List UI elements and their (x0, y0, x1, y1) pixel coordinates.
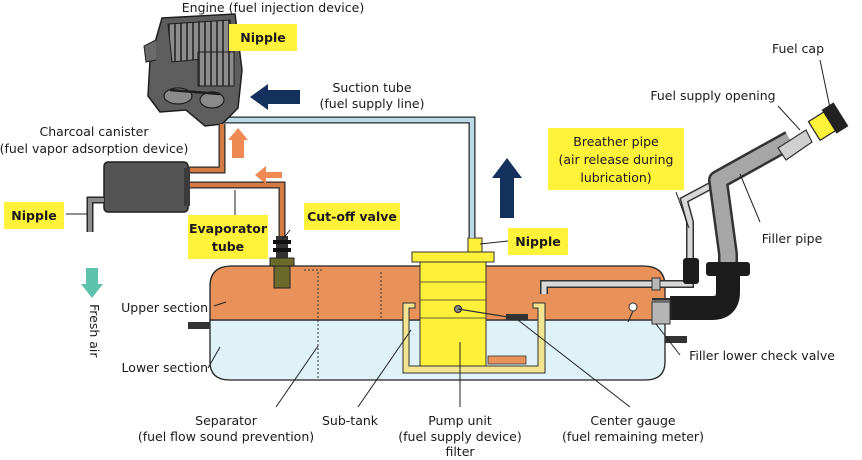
filler-pipe-cuff (706, 262, 750, 276)
nipple-left-label: Nipple (11, 208, 56, 223)
breather-highlight (548, 128, 684, 190)
arrow-left-navy-icon (250, 84, 300, 110)
breather-label-3: lubrication) (580, 170, 651, 185)
pump-label-3: filter (445, 444, 475, 459)
center-gauge-sensor (506, 314, 528, 320)
nipple-engine-label: Nipple (240, 30, 285, 45)
charcoal-canister-shape (86, 161, 190, 232)
suction-tube-label-2: (fuel supply line) (320, 96, 425, 111)
suction-tube-label-1: Suction tube (332, 80, 411, 95)
sub-tank-filter-block (487, 355, 527, 365)
nipple-pump-highlight (508, 228, 568, 255)
lower-section-label: Lower section (122, 360, 208, 375)
fuel-cap-label: Fuel cap (772, 41, 824, 56)
engine-illustration (143, 13, 243, 127)
pump-label-1: Pump unit (428, 413, 492, 428)
charcoal-label-1: Charcoal canister (40, 124, 150, 139)
engine-label: Engine (fuel injection device) (182, 0, 364, 15)
breather-label-1: Breather pipe (573, 134, 659, 149)
filler-check-label: Filler lower check valve (689, 348, 835, 363)
tank-vent-stub (188, 322, 210, 329)
upper-section-label: Upper section (121, 300, 208, 315)
arrow-down-teal-icon (81, 268, 103, 298)
nipple-pump-label: Nipple (515, 234, 560, 249)
breather-hose (683, 258, 699, 284)
breather-tank-fitting (651, 277, 661, 291)
sub-tank (402, 302, 546, 374)
pump-unit (411, 237, 528, 367)
nipple-left-highlight (4, 202, 64, 229)
check-valve-icon (628, 302, 638, 312)
evaporator-label-1: Evaporator (189, 221, 268, 236)
cut-off-valve (269, 236, 295, 289)
evaporator-label-2: tube (212, 239, 244, 254)
arrow-up-orange-icon (228, 128, 248, 158)
pump-label-2: (fuel supply device) (398, 429, 521, 444)
gauge-label-2: (fuel remaining meter) (562, 429, 704, 444)
arrow-left-orange-icon (255, 166, 282, 184)
cutoff-label: Cut-off valve (307, 209, 397, 224)
evaporator-tube (188, 124, 226, 174)
evaporator-highlight (188, 215, 268, 259)
breather-label-2: (air release during (558, 152, 673, 167)
filler-neck (777, 129, 813, 161)
fresh-air-label: Fresh air (87, 304, 102, 358)
nipple-engine-highlight (229, 24, 297, 51)
arrow-up-navy-icon (492, 158, 522, 218)
filler-pipe-label: Filler pipe (762, 231, 823, 246)
separator-label-1: Separator (195, 413, 258, 428)
tank-right-stub (665, 336, 687, 343)
gauge-label-1: Center gauge (590, 413, 675, 428)
fuel-cap-shape (807, 102, 849, 142)
filler-lower-fitting (651, 301, 671, 325)
fuel-supply-opening-label: Fuel supply opening (650, 88, 775, 103)
cutoff-highlight (304, 203, 400, 230)
subtank-label: Sub-tank (322, 413, 379, 428)
charcoal-label-2: (fuel vapor adsorption device) (0, 141, 188, 156)
separator-label-2: (fuel flow sound prevention) (138, 429, 314, 444)
